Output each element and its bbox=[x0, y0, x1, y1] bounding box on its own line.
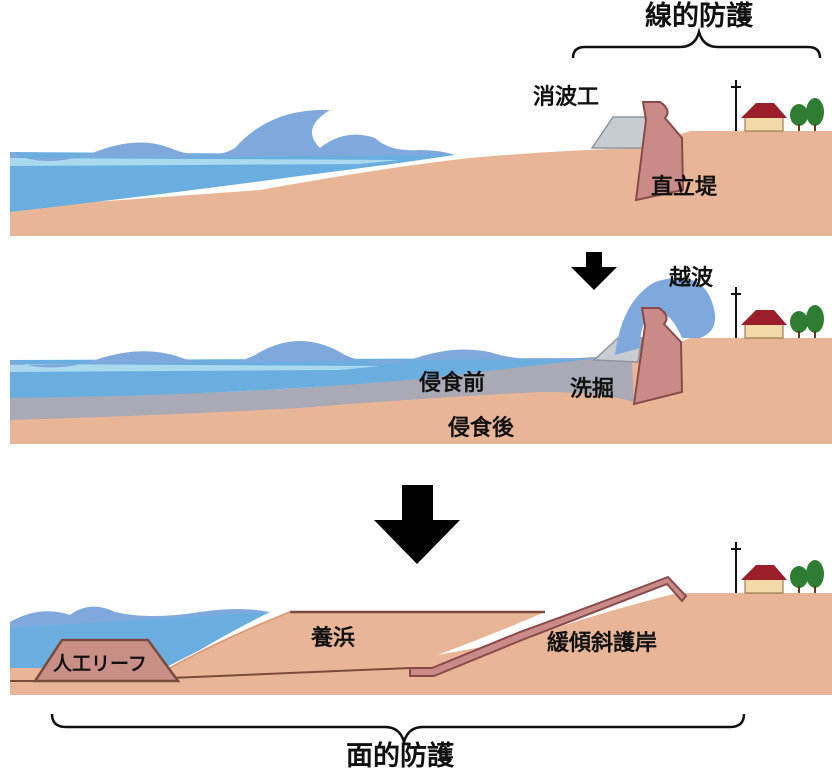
linear-protection-brace bbox=[571, 27, 822, 59]
house-group bbox=[731, 542, 824, 594]
linear-protection-label: 線的防護 bbox=[645, 0, 754, 32]
house-roof bbox=[741, 565, 787, 580]
artificial-reef-label: 人工リーフ bbox=[53, 653, 147, 675]
tree-icon bbox=[790, 311, 808, 333]
gentle-slope-revetment-label: 緩傾斜護岸 bbox=[547, 630, 657, 656]
large-down-arrow bbox=[374, 485, 460, 564]
area-protection-label: 面的防護 bbox=[346, 740, 455, 772]
tree-icon bbox=[790, 566, 808, 588]
tree-icon bbox=[790, 104, 808, 126]
ground bbox=[10, 131, 832, 236]
house-group bbox=[731, 80, 824, 132]
area-protection-brace bbox=[50, 713, 746, 747]
beach-nourishment bbox=[170, 612, 545, 672]
overtopping-wave bbox=[615, 277, 716, 355]
sea-light-band bbox=[10, 158, 400, 166]
house-icon bbox=[744, 115, 784, 132]
beach-nourishment-label: 養浜 bbox=[311, 625, 355, 651]
scouring-label: 洗掘 bbox=[570, 377, 614, 402]
house-icon bbox=[744, 322, 784, 339]
before-erosion-label: 侵食前 bbox=[418, 370, 485, 396]
waves bbox=[10, 341, 600, 368]
wave-dissipating-block-label: 消波工 bbox=[533, 85, 599, 110]
after-erosion-label: 侵食後 bbox=[447, 415, 515, 441]
sea bbox=[10, 152, 455, 212]
ground bbox=[10, 593, 832, 695]
tree-icon bbox=[806, 560, 824, 588]
house-roof bbox=[741, 310, 787, 325]
upright-seawall bbox=[634, 101, 685, 202]
gentle-slope-revetment bbox=[409, 575, 688, 677]
house-roof bbox=[741, 103, 787, 118]
panel-erosion: 越波 侵食前 洗掘 侵食後 bbox=[10, 252, 832, 444]
overtopping-label: 越波 bbox=[668, 266, 714, 291]
house-group bbox=[731, 287, 824, 339]
artificial-reef bbox=[32, 638, 181, 683]
small-down-arrow bbox=[571, 252, 617, 290]
wave-dissipating-block bbox=[590, 116, 649, 149]
tree-icon bbox=[806, 98, 824, 126]
panel-linear-protection: 線的防護 消波工 直立堤 bbox=[10, 0, 832, 236]
panel-area-protection: 養浜 緩傾斜護岸 人工リーフ 面的防護 bbox=[10, 485, 832, 772]
sea-light-band bbox=[10, 364, 380, 372]
upright-seawall bbox=[632, 307, 684, 406]
house-icon bbox=[744, 577, 784, 594]
tree-icon bbox=[806, 305, 824, 333]
waves bbox=[10, 109, 455, 161]
waves bbox=[10, 606, 270, 628]
upright-seawall-label: 直立堤 bbox=[651, 174, 718, 200]
